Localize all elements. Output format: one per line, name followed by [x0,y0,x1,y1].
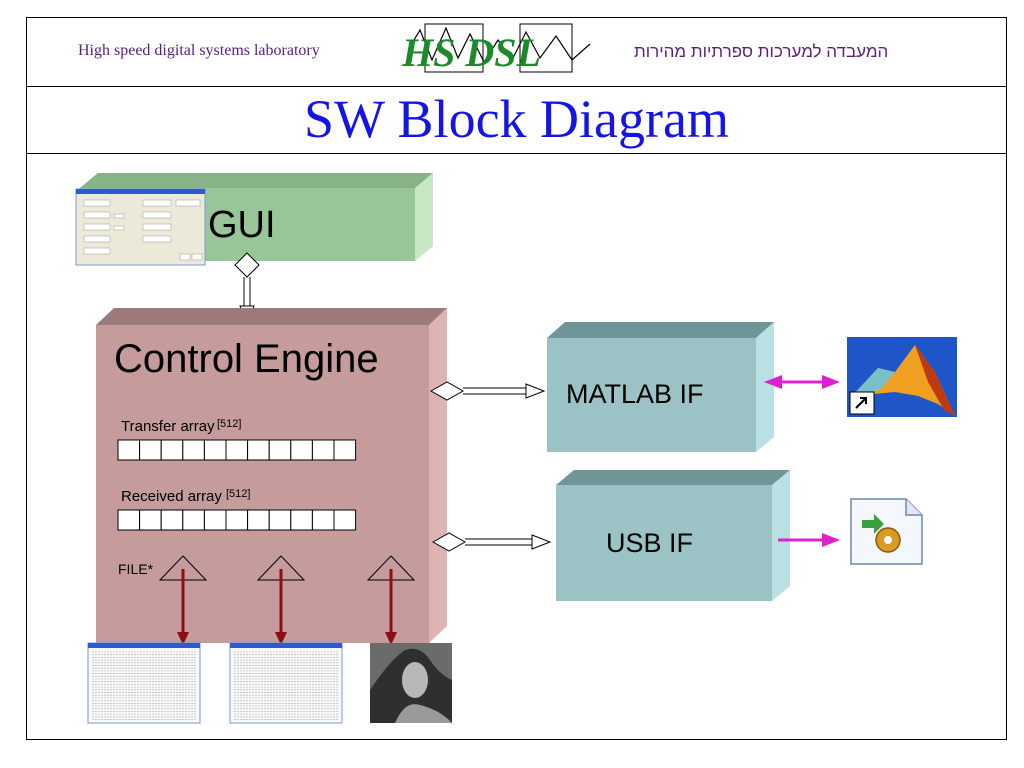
usb-if-label: USB IF [606,528,694,558]
received-array-label: Received array [121,488,222,505]
array-cell [225,509,249,531]
array-cell [247,509,270,531]
gui-label: GUI [208,204,276,246]
array-cell [203,439,227,461]
usb-if-block [556,470,790,601]
array-cell [290,439,313,461]
control-engine-label: Control Engine [114,337,379,381]
array-cell [182,439,205,461]
control-to-usb-connector [431,532,552,552]
array-cell [311,439,335,461]
transfer-array-cells [117,439,357,461]
matlab-icon [847,337,957,417]
array-cell [139,439,162,461]
received-array-cells [117,509,357,531]
title-divider [26,153,1007,154]
array-cell [139,509,162,531]
array-cell [117,509,141,531]
array-cell [247,439,270,461]
lab-name-hebrew: המעבדה למערכות ספרתיות מהירות [634,42,889,61]
array-cell [333,509,357,531]
array-cell [182,509,205,531]
gui-screenshot-icon [75,188,206,266]
file-arrow [385,632,397,645]
file-pointer-label: FILE* [118,561,154,577]
header-divider [26,86,1007,87]
file-arrow [275,632,287,645]
file-pointers [158,555,416,645]
control-engine-block [96,308,447,643]
text-file-icon [87,642,201,724]
transfer-array-label: Transfer array [121,418,215,435]
logo-text: HS DSL [401,30,541,75]
matlab-link-arrow [764,375,840,389]
array-cell [160,509,184,531]
array-cell [117,439,141,461]
slide-frame [26,17,1007,740]
control-to-matlab-connector [429,381,546,401]
array-cell [268,439,292,461]
array-cell [333,439,357,461]
hsdsl-logo: HS DSL [401,23,591,75]
lab-name-english: High speed digital systems laboratory [78,42,320,59]
transfer-array-size: [512] [217,418,242,430]
usb-driver-icon [850,498,923,565]
received-array-size: [512] [226,488,251,500]
array-cell [225,439,249,461]
matlab-if-block [547,322,774,452]
array-cell [268,509,292,531]
array-cell [160,439,184,461]
file-arrow [177,632,189,645]
slide-title: SW Block Diagram [304,89,729,149]
array-cell [311,509,335,531]
image-file-icon [370,643,452,723]
matlab-if-label: MATLAB IF [566,379,704,409]
usb-link-arrow [778,533,840,547]
array-cell [203,509,227,531]
text-file-icon [229,642,343,724]
array-cell [290,509,313,531]
